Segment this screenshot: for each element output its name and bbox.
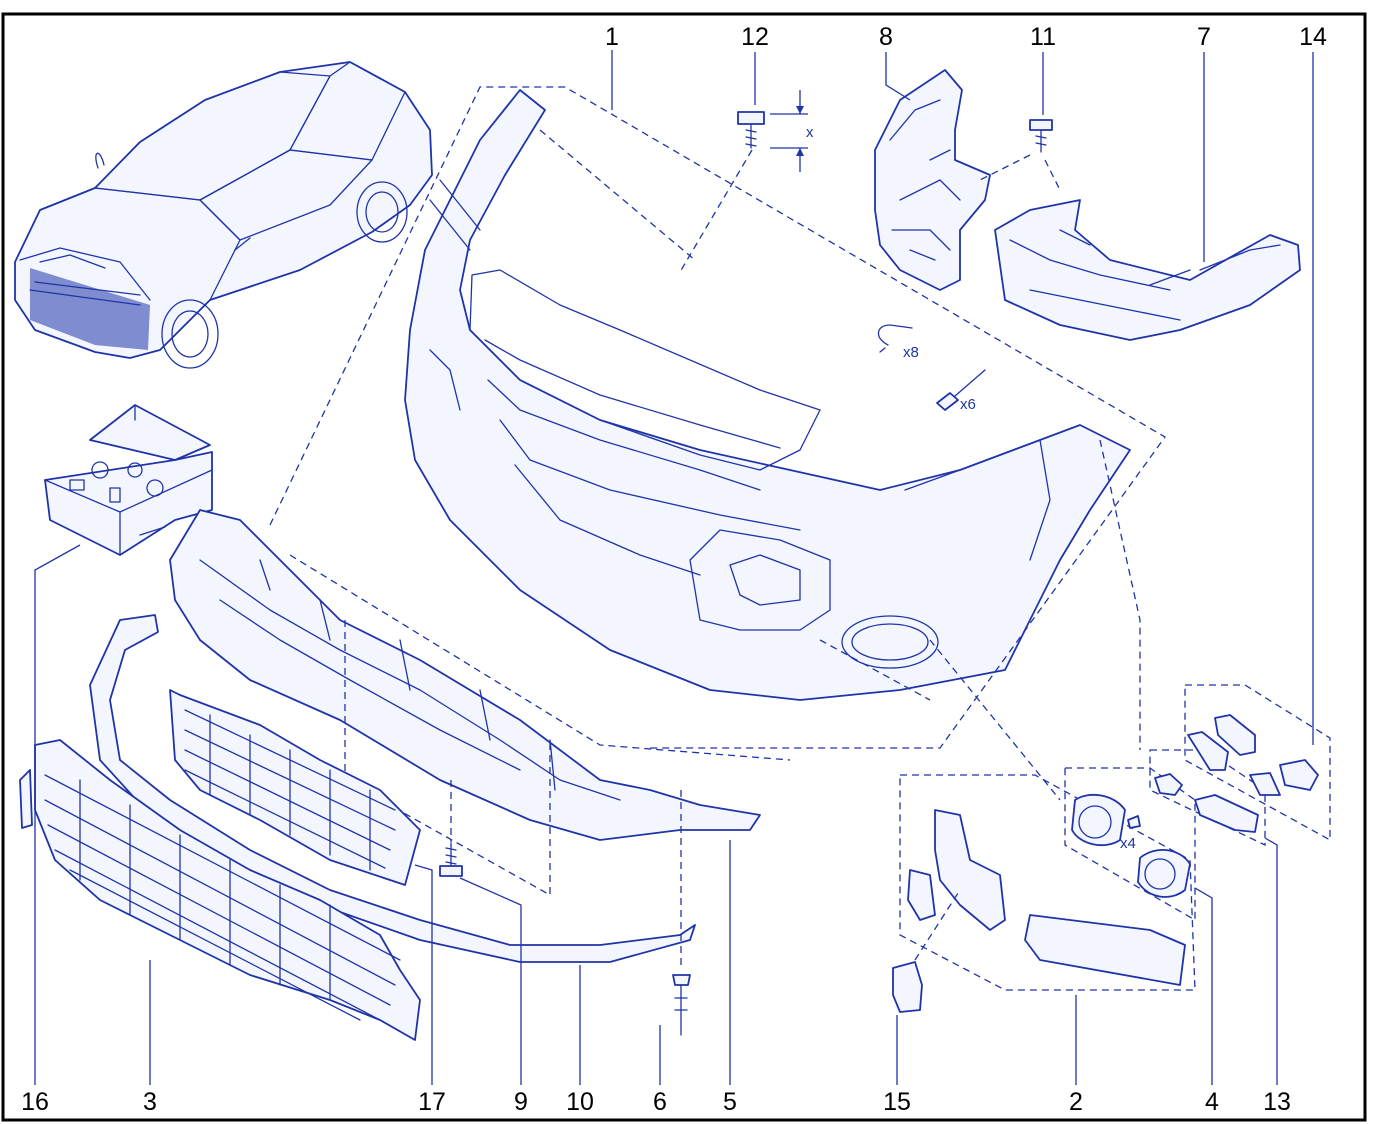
foglamp-pair-outline	[1064, 767, 1196, 922]
part-label-17: 17	[418, 1088, 446, 1116]
part-label-8: 8	[879, 23, 893, 51]
foglamp-4: x4	[1071, 793, 1191, 898]
assembly-line	[289, 554, 791, 761]
rivet-6	[672, 790, 691, 1036]
part-label-3: 3	[143, 1088, 157, 1116]
part-label-5: 5	[723, 1088, 737, 1116]
clip-callout: x8	[877, 324, 919, 361]
part-label-13: 13	[1263, 1088, 1291, 1116]
foglamp-trim-2	[907, 809, 1186, 986]
part-label-16: 16	[21, 1088, 49, 1116]
diagram-frame	[1, 12, 1367, 1122]
rivet-quantity: x6	[960, 396, 976, 413]
screw-9	[439, 780, 463, 877]
leader-lines	[34, 50, 1314, 1085]
clips-outline-14	[1184, 684, 1331, 842]
car-illustration	[14, 61, 433, 369]
part-label-14: 14	[1299, 23, 1327, 51]
screw-quantity: x4	[1120, 835, 1136, 852]
part-label-10: 10	[566, 1088, 594, 1116]
part-label-6: 6	[653, 1088, 667, 1116]
foglamp-group-outline	[899, 774, 1196, 991]
assembly-line	[1099, 439, 1141, 750]
assembly-line	[819, 639, 931, 701]
absorber-bracket-outline	[344, 620, 551, 897]
clips-14	[1187, 714, 1319, 796]
bumper-skin	[404, 89, 1131, 701]
parts-kit-box	[44, 404, 213, 556]
part-label-7: 7	[1197, 23, 1211, 51]
part-label-2: 2	[1069, 1088, 1083, 1116]
cap-15	[892, 889, 961, 1013]
screw-12: x	[679, 90, 814, 273]
part-label-4: 4	[1205, 1088, 1219, 1116]
grille-3	[19, 739, 421, 1041]
part-labels: 1 12 8 11 7 14 16 3 17 9 10 6 5 15 2 4 1…	[21, 23, 1327, 1116]
assembly-line	[929, 639, 1061, 801]
bracket-7	[994, 199, 1301, 341]
assembly-line	[539, 129, 696, 261]
part-label-1: 1	[605, 23, 619, 51]
part-label-15: 15	[883, 1088, 911, 1116]
clips-outline-13	[1149, 749, 1266, 847]
clip-quantity: x8	[903, 344, 919, 361]
grille-17	[169, 689, 421, 886]
part-label-12: 12	[741, 23, 769, 51]
clips-13	[1154, 773, 1259, 833]
screw-11	[979, 119, 1061, 191]
rivet-callout: x6	[936, 369, 986, 413]
absorber-5	[169, 509, 761, 841]
bracket-8	[874, 69, 991, 291]
part-label-9: 9	[514, 1088, 528, 1116]
part-label-11: 11	[1030, 23, 1056, 51]
bumper-group-outline	[269, 86, 1166, 749]
screw-length-dim: x	[806, 124, 814, 141]
